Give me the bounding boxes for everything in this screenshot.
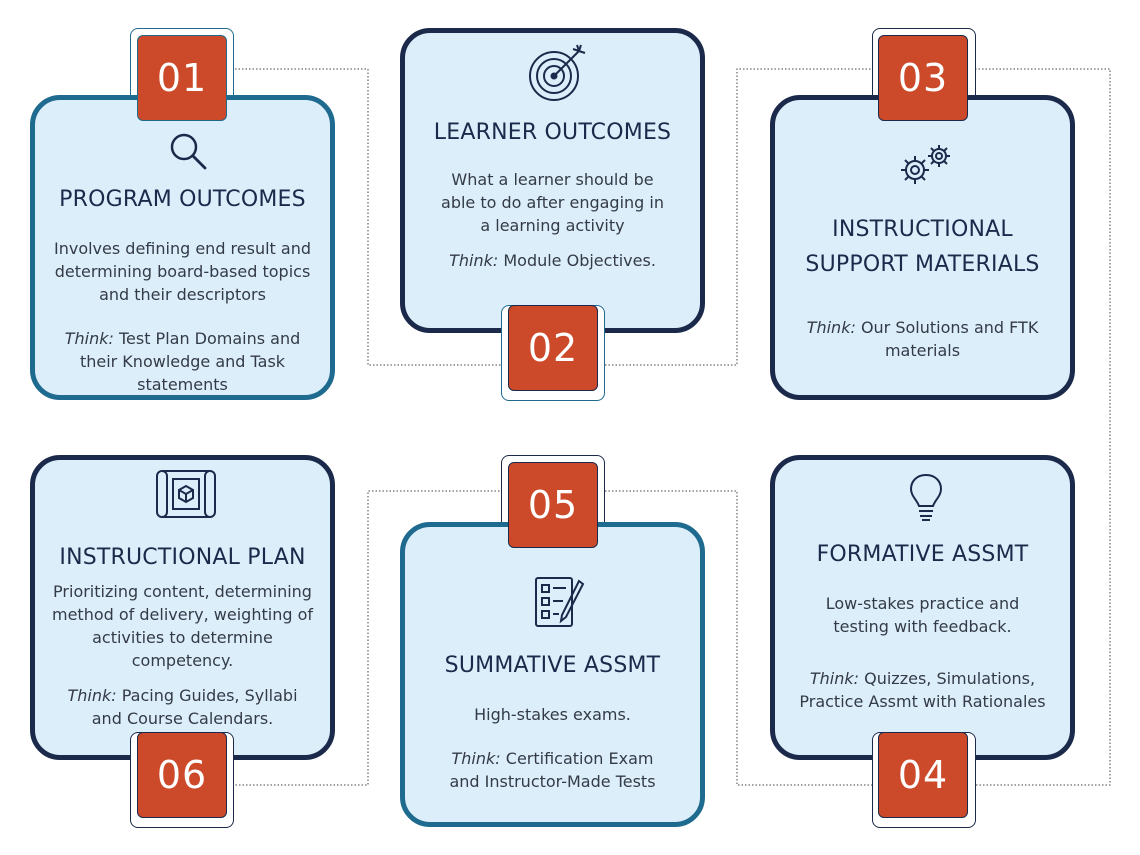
card-program-outcomes: PROGRAM OUTCOMES Involves defining end r… [30, 95, 335, 400]
think-label: Think: [806, 318, 856, 337]
think-label: Think: [449, 251, 499, 270]
blueprint-icon [156, 470, 216, 518]
think-text: Module Objectives. [503, 251, 656, 270]
magnifier-icon [170, 133, 207, 170]
card-summative-assmt: SUMMATIVE ASSMT High-stakes exams. Think… [400, 522, 705, 827]
card-think: Think: Quizzes, Simulations, Practice As… [789, 667, 1056, 713]
think-text: Test Plan Domains and their Knowledge an… [79, 329, 301, 394]
think-label: Think: [64, 329, 114, 348]
card-description: Prioritizing content, determining method… [52, 582, 313, 670]
step-number-01: 01 [137, 35, 227, 121]
think-text: Certification Exam and Instructor-Made T… [449, 749, 656, 791]
step-number-03: 03 [878, 35, 968, 121]
card-title: LEARNER OUTCOMES [433, 120, 672, 145]
card-think: Think: Module Objectives. [417, 249, 688, 272]
card-description: Involves defining end result and determi… [53, 239, 312, 304]
connector-03-04 [975, 68, 1111, 786]
step-number-02: 02 [508, 305, 598, 391]
card-think: Think: Test Plan Domains and their Knowl… [47, 327, 318, 396]
card-title: SUMMATIVE ASSMT [444, 653, 661, 678]
step-number-05: 05 [508, 462, 598, 548]
card-think: Think: Our Solutions and FTK materials [795, 316, 1050, 362]
card-learner-outcomes: LEARNER OUTCOMES What a learner should b… [400, 28, 705, 333]
gears-icon [901, 145, 950, 184]
card-think: Think: Certification Exam and Instructor… [435, 747, 670, 793]
card-title: FORMATIVE ASSMT [816, 542, 1029, 567]
checklist-icon [535, 577, 585, 627]
card-formative-assmt: FORMATIVE ASSMT Low-stakes practice and … [770, 455, 1075, 760]
think-text: Quizzes, Simulations, Practice Assmt wit… [799, 669, 1046, 711]
step-number-04: 04 [878, 732, 968, 818]
think-label: Think: [451, 749, 501, 768]
lightbulb-icon [909, 473, 943, 521]
card-title-line2: SUPPORT MATERIALS [805, 252, 1040, 277]
card-title: INSTRUCTIONAL PLAN [59, 545, 306, 570]
think-text: Our Solutions and FTK materials [860, 318, 1039, 360]
target-icon [529, 44, 586, 101]
card-title-line1: INSTRUCTIONAL [832, 217, 1013, 242]
connector-05-06 [235, 490, 503, 786]
think-label: Think: [67, 686, 117, 705]
card-description: High-stakes exams. [474, 705, 631, 724]
card-description: Low-stakes practice and testing with fee… [825, 594, 1020, 636]
card-instructional-support: INSTRUCTIONAL SUPPORT MATERIALS Think: O… [770, 95, 1075, 400]
card-instructional-plan: INSTRUCTIONAL PLAN Prioritizing content,… [30, 455, 335, 760]
connector-02-03 [605, 68, 876, 366]
card-think: Think: Pacing Guides, Syllabi and Course… [61, 684, 304, 730]
card-title: PROGRAM OUTCOMES [59, 187, 306, 212]
connector-01-02 [235, 68, 503, 366]
step-number-06: 06 [137, 732, 227, 818]
card-description: What a learner should be able to do afte… [441, 170, 664, 235]
think-label: Think: [809, 669, 860, 688]
think-text: Pacing Guides, Syllabi and Course Calend… [91, 686, 298, 728]
